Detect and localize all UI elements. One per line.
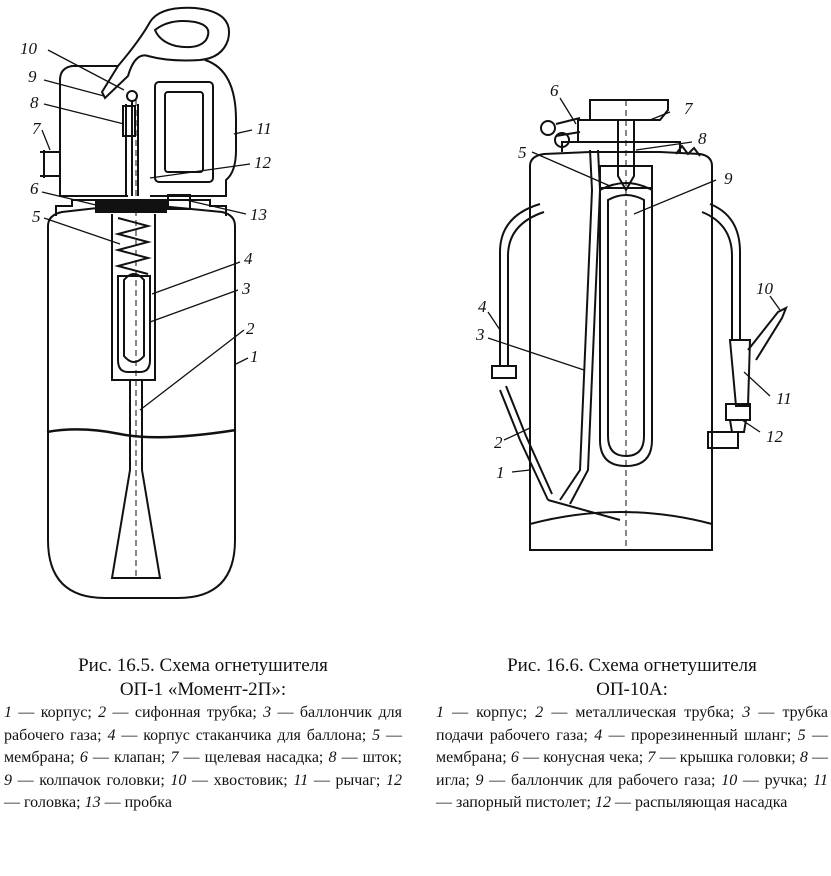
legend-text: — мембрана; (4, 726, 403, 767)
legend-number: 6 (510, 749, 519, 766)
legend-number: 11 (813, 771, 829, 789)
legend-text: — корпус стаканчика для баллона; (115, 726, 373, 744)
legend-number: 9 (475, 771, 484, 789)
legend-text: — хвостовик; (186, 771, 294, 789)
legend-number: 5 (372, 726, 381, 744)
op1-callout: 4 (244, 249, 253, 268)
op1-callout: 3 (241, 279, 251, 298)
op10a-callout: 3 (475, 325, 485, 344)
legend-number: 9 (4, 771, 12, 789)
figure-caption-op10a: Рис. 16.6. Схема огнетушителя ОП-10А: 1 … (436, 654, 828, 815)
op1-callout: 12 (254, 153, 272, 172)
legend-text: — корпус; (444, 704, 536, 721)
legend-number: 12 (594, 794, 611, 811)
legend-text: — клапан; (87, 749, 171, 766)
op10a-callout: 5 (518, 143, 527, 162)
op10a-callout: 11 (776, 389, 792, 408)
legend-number: 1 (436, 704, 444, 721)
caption-title-line1: Рис. 16.5. Схема огнетушителя (78, 655, 328, 676)
legend-text: — игла; (436, 749, 829, 789)
legend-text: — запорный пистолет; (436, 794, 595, 811)
legend-text: — щелевая насадка; (178, 749, 329, 766)
op10a-callout: 2 (494, 433, 503, 452)
legend-text: — корпус; (12, 704, 99, 721)
legend-number: 3 (263, 704, 272, 721)
legend-number: 10 (721, 771, 738, 789)
op1-leader-lines (41, 49, 253, 411)
op1-callout: 10 (20, 39, 38, 58)
caption-title-line2: ОП-1 «Момент-2П»: (119, 679, 287, 700)
legend-number: 4 (594, 726, 603, 744)
legend-text: — трубка подачи рабочего газа; (436, 704, 828, 744)
legend-number: 3 (742, 704, 751, 721)
legend-text: — мембрана; (436, 726, 829, 767)
legend-text: — колпачок головки; (12, 771, 171, 789)
legend-text: — конусная чека; (518, 749, 648, 766)
legend-text: — баллончик для рабочего газа; (483, 771, 722, 789)
legend-text: — головка; (4, 794, 85, 811)
op1-callout: 8 (30, 93, 39, 112)
op10a-callout: 1 (496, 463, 505, 482)
figures-illustration: 10 9 8 7 6 5 11 12 13 4 3 2 1 (20, 6, 792, 599)
figure-caption-op1: Рис. 16.5. Схема огнетушителя ОП-1 «Моме… (4, 654, 402, 815)
op10a-callout-labels: 6 7 8 5 9 4 3 10 11 2 12 1 (475, 81, 792, 482)
caption-legend: 1 — корпус; 2 — сифонная трубка; 3 — бал… (4, 702, 402, 815)
legend-number: 13 (84, 794, 101, 811)
extinguisher-op10a-drawing (491, 99, 788, 551)
op1-callout: 6 (30, 179, 39, 198)
op10a-callout: 7 (684, 99, 694, 118)
legend-text: — металлическая трубка; (543, 704, 743, 721)
legend-number: 5 (797, 726, 806, 744)
legend-number: 2 (535, 704, 544, 721)
legend-text: — крышка головки; (655, 749, 800, 766)
op1-callout: 5 (32, 207, 41, 226)
extinguisher-op1-drawing (40, 6, 237, 599)
legend-text: — сифонная трубка; (106, 704, 264, 721)
legend-text: — рычаг; (308, 771, 387, 789)
legend-number: 7 (170, 749, 179, 766)
op1-callout: 11 (256, 119, 272, 138)
legend-number: 7 (647, 749, 656, 766)
legend-number: 10 (170, 771, 187, 789)
op10a-callout: 4 (478, 297, 487, 316)
legend-number: 8 (328, 749, 337, 766)
legend-text: — прорезиненный шланг; (602, 726, 798, 744)
op10a-callout: 9 (724, 169, 733, 188)
op1-callout-labels: 10 9 8 7 6 5 11 12 13 4 3 2 1 (20, 39, 272, 366)
op10a-callout: 6 (550, 81, 559, 100)
legend-number: 6 (79, 749, 88, 766)
legend-number: 2 (98, 704, 107, 721)
legend-number: 1 (4, 704, 12, 721)
caption-legend: 1 — корпус; 2 — металлическая трубка; 3 … (436, 702, 828, 815)
legend-text: — распыляющая насадка (610, 794, 788, 811)
op10a-callout: 12 (766, 427, 784, 446)
legend-number: 4 (107, 726, 116, 744)
legend-text: — ручка; (737, 771, 814, 789)
op10a-leader-lines (487, 97, 781, 473)
op10a-callout: 10 (756, 279, 774, 298)
legend-number: 8 (799, 749, 808, 766)
legend-text: — шток; (336, 749, 402, 766)
op1-callout: 1 (250, 347, 259, 366)
op1-callout: 9 (28, 67, 37, 86)
caption-title-line1: Рис. 16.6. Схема огнетушителя (507, 655, 757, 676)
op1-callout: 2 (246, 319, 255, 338)
op10a-callout: 8 (698, 129, 707, 148)
legend-text: — пробка (100, 794, 172, 811)
legend-number: 11 (293, 771, 309, 789)
op1-callout: 7 (32, 119, 42, 138)
legend-number: 12 (386, 771, 403, 789)
op1-callout: 13 (250, 205, 267, 224)
legend-text: — баллончик для рабочего газа; (4, 704, 402, 744)
caption-title-line2: ОП-10А: (596, 679, 668, 700)
